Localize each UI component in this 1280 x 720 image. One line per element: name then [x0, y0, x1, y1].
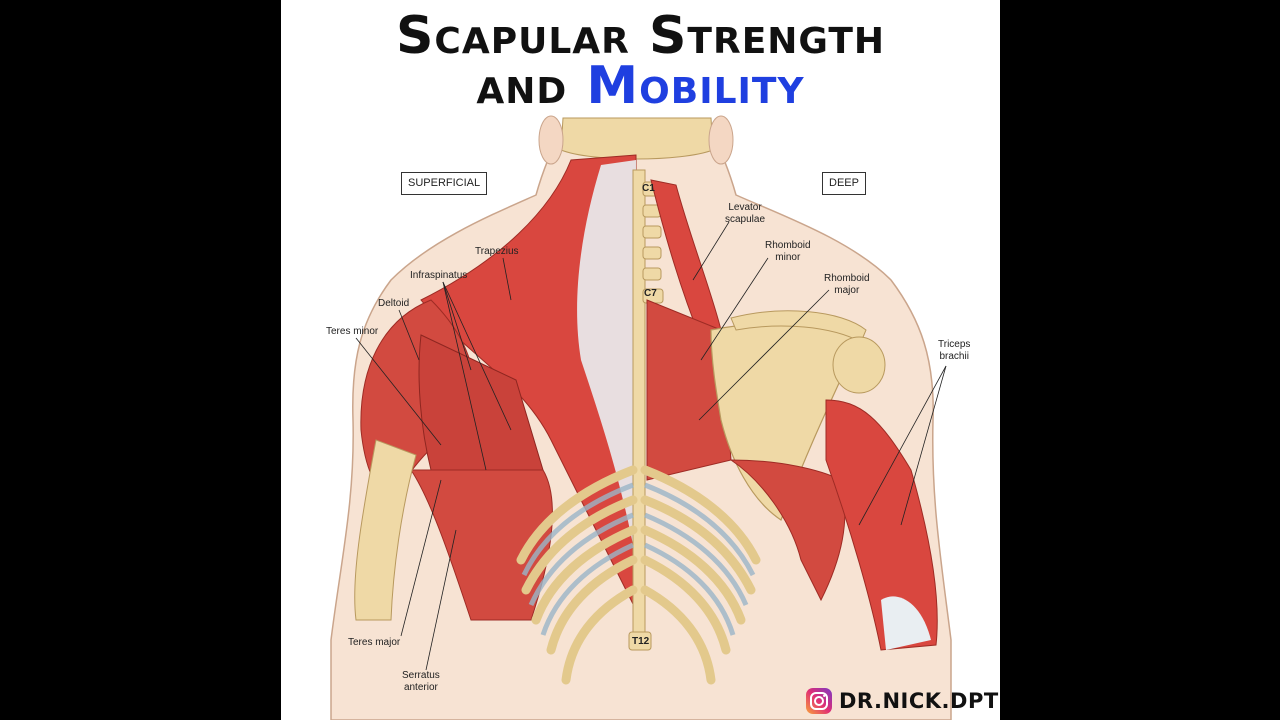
image-panel: Scapular Strength and Mobility: [281, 0, 1000, 720]
rib-cage: [516, 465, 761, 685]
left-arm: [354, 439, 417, 621]
right-humerus-head: [832, 336, 886, 394]
title-line-2: and Mobility: [281, 60, 1000, 112]
intercostal-spaces: [521, 482, 756, 636]
title-text-1: Scapular Strength: [395, 6, 886, 66]
label-teres-minor: Teres minor: [326, 326, 379, 337]
t12-vertebra: [628, 631, 652, 651]
deep-tag: DEEP: [822, 172, 866, 195]
back-anatomy-illustration: [330, 115, 952, 720]
left-ear: [538, 115, 564, 165]
label-deltoid: Deltoid: [378, 298, 410, 309]
label-triceps-brachii: Triceps brachii: [938, 339, 971, 362]
trapezius-tendon: [577, 160, 636, 560]
label-t12: T12: [632, 636, 650, 647]
right-ear: [708, 115, 734, 165]
triceps-muscle: [825, 399, 938, 651]
skull: [560, 117, 714, 160]
label-serratus-anterior: Serratus anterior: [402, 670, 440, 693]
lower-back-muscle-right: [729, 459, 846, 602]
spine-column: [632, 169, 646, 641]
lower-back-muscle-left: [410, 469, 553, 621]
watermark: DR.NICK.DPT: [805, 686, 999, 716]
instagram-icon: [806, 688, 832, 714]
triceps-tendon: [881, 596, 931, 650]
title-line-1: Scapular Strength: [281, 10, 1000, 62]
label-teres-major: Teres major: [348, 637, 401, 648]
label-rhomboid-major: Rhomboid major: [824, 273, 870, 296]
label-c7: C7: [644, 288, 657, 299]
label-trapezius: Trapezius: [475, 246, 519, 257]
label-levator-scapulae: Levator scapulae: [725, 202, 766, 225]
label-infraspinatus: Infraspinatus: [410, 270, 468, 281]
watermark-handle: DR.NICK.DPT: [839, 689, 999, 713]
leader-lines: [355, 221, 947, 671]
label-c1: C1: [642, 183, 655, 194]
title-text-2: and: [476, 56, 587, 116]
superficial-tag: SUPERFICIAL: [401, 172, 488, 195]
title-accent-text: Mobility: [586, 56, 805, 116]
label-rhomboid-minor: Rhomboid minor: [765, 240, 811, 263]
